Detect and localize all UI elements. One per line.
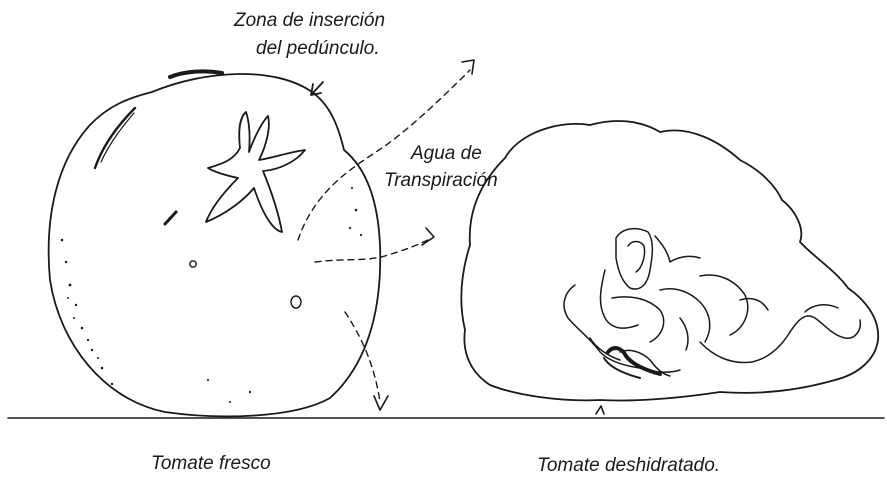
transpiration-label-line-1: Agua de <box>411 143 482 165</box>
peduncle-label-line-2: del pedúnculo. <box>256 38 380 60</box>
fresh-tomato-caption: Tomate fresco <box>151 453 271 475</box>
peduncle-label-line-1: Zona de inserción <box>234 10 385 32</box>
tomato-spot-small <box>190 261 196 267</box>
transpiration-arrows <box>298 70 470 402</box>
dehydrated-dark-core-edge <box>604 358 640 378</box>
dehydrated-tomato-caption: Tomate deshidratado. <box>537 455 720 477</box>
transpiration-label-line-2: Transpiración <box>384 170 498 192</box>
calyx-star <box>206 112 305 232</box>
tomato-spot-dash <box>165 212 176 224</box>
dehydrated-dark-core <box>608 348 660 374</box>
transpiration-arrowheads <box>374 60 474 410</box>
peduncle-pointer-arrow <box>311 82 323 95</box>
fresh-tomato-outline <box>49 74 381 416</box>
tomato-highlight-inner <box>101 113 134 162</box>
tomato-spot-oval <box>291 296 301 308</box>
dehydrated-bottom-mark <box>596 406 604 414</box>
